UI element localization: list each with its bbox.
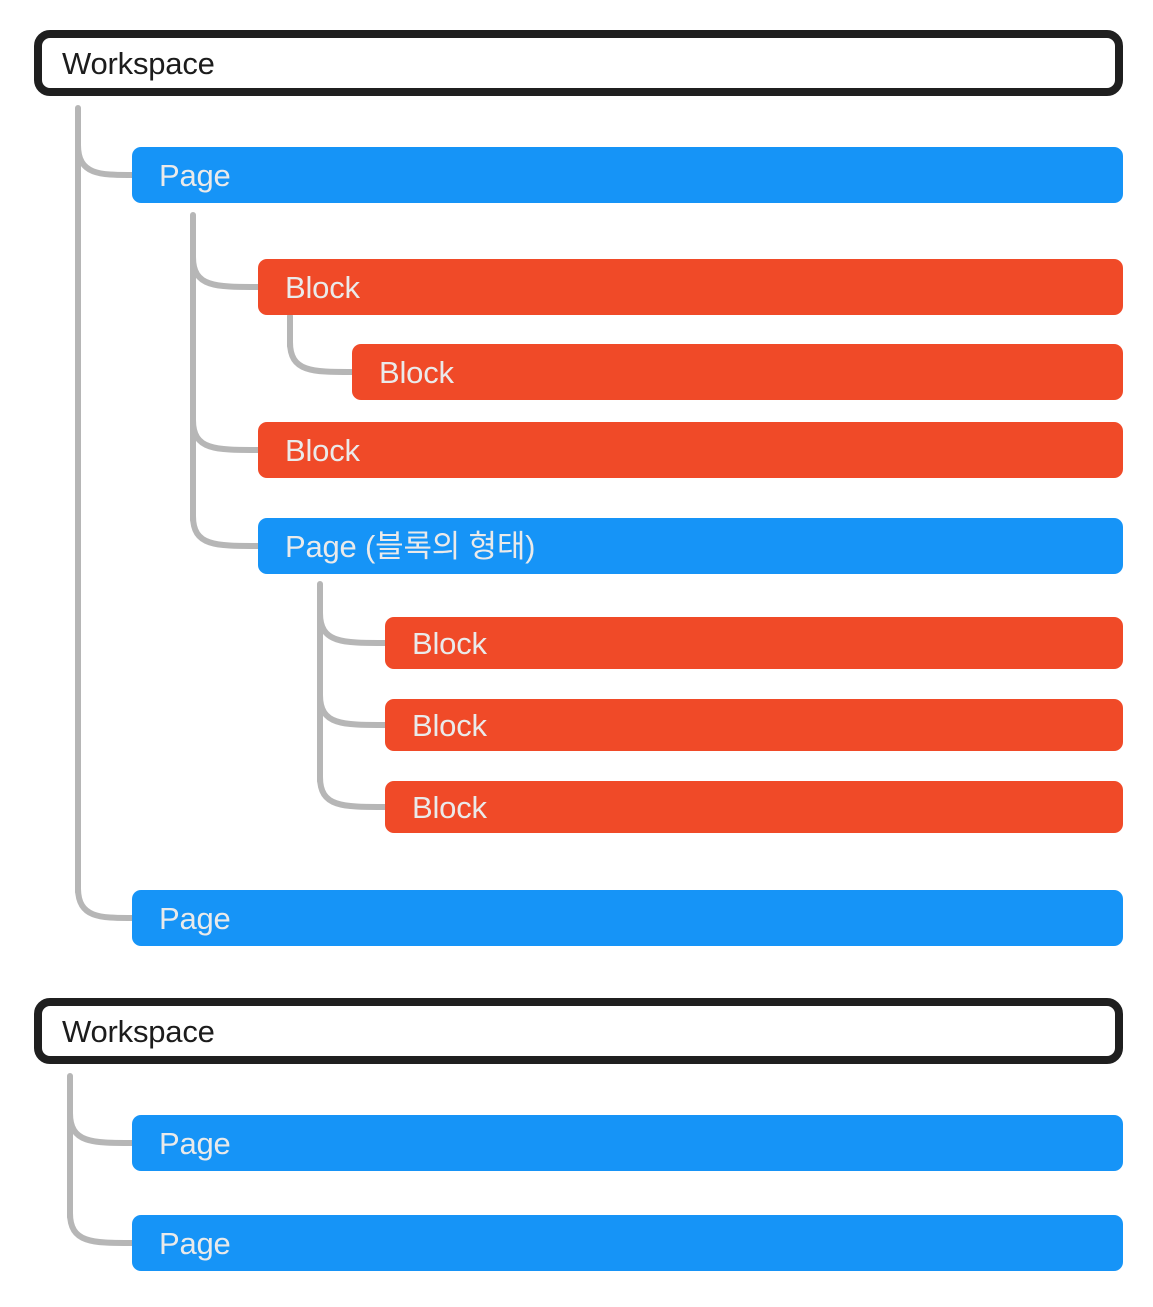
- node-page-ws2-page1[interactable]: Page: [132, 1115, 1123, 1171]
- node-label: Block: [379, 354, 454, 390]
- node-label: Page: [159, 1125, 231, 1161]
- node-label: Page: [159, 157, 231, 193]
- node-label: Block: [412, 707, 487, 743]
- node-label: Block: [285, 432, 360, 468]
- connector-elbow-ws2-to-ws2-page2: [67, 1184, 135, 1246]
- node-label: Workspace: [62, 45, 215, 81]
- connector-elbow-ws1-page1-subpage-to-ws1-page1-subpage-block2: [317, 666, 388, 728]
- connector-elbow-ws1-page1-block1-to-ws1-page1-block1-block1: [287, 313, 355, 375]
- node-page-ws2-page2[interactable]: Page: [132, 1215, 1123, 1271]
- node-label: Page: [159, 1225, 231, 1261]
- node-page-ws1-page1-subpage[interactable]: Page (블록의 형태): [258, 518, 1123, 574]
- node-block-ws1-page1-subpage-block2[interactable]: Block: [385, 699, 1123, 751]
- node-label: Page (블록의 형태): [285, 528, 536, 564]
- node-label: Block: [285, 269, 360, 305]
- node-page-ws1-page2[interactable]: Page: [132, 890, 1123, 946]
- node-block-ws1-page1-subpage-block1[interactable]: Block: [385, 617, 1123, 669]
- node-block-ws1-page1-block2[interactable]: Block: [258, 422, 1123, 478]
- node-workspace-ws2[interactable]: Workspace: [34, 998, 1123, 1064]
- connector-elbow-ws1-page1-to-ws1-page1-subpage: [190, 487, 261, 549]
- connector-elbow-ws1-to-ws1-page1: [75, 116, 135, 178]
- connector-elbow-ws1-page1-to-ws1-page1-block2: [190, 391, 261, 453]
- node-block-ws1-page1-subpage-block3[interactable]: Block: [385, 781, 1123, 833]
- connector-elbow-ws1-page1-to-ws1-page1-block1: [190, 228, 261, 290]
- node-label: Page: [159, 900, 231, 936]
- node-workspace-ws1[interactable]: Workspace: [34, 30, 1123, 96]
- node-page-ws1-page1[interactable]: Page: [132, 147, 1123, 203]
- node-block-ws1-page1-block1[interactable]: Block: [258, 259, 1123, 315]
- connector-elbow-ws1-page1-subpage-to-ws1-page1-subpage-block1: [317, 584, 388, 646]
- node-label: Block: [412, 789, 487, 825]
- connector-elbow-ws1-to-ws1-page2: [75, 859, 135, 921]
- node-label: Block: [412, 625, 487, 661]
- node-label: Workspace: [62, 1013, 215, 1049]
- connector-elbow-ws2-to-ws2-page1: [67, 1084, 135, 1146]
- node-block-ws1-page1-block1-block1[interactable]: Block: [352, 344, 1123, 400]
- connector-elbow-ws1-page1-subpage-to-ws1-page1-subpage-block3: [317, 748, 388, 810]
